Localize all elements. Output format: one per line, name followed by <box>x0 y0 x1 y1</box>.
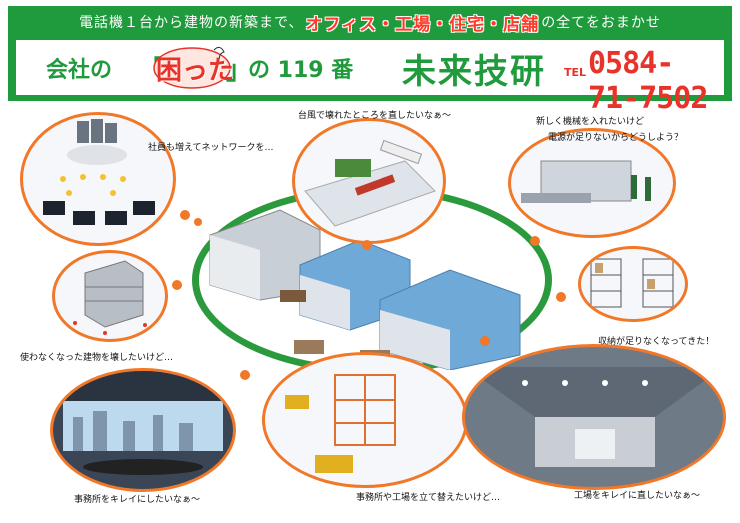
tagline-pre: 電話機１台から建物の新築まで、 <box>79 15 304 31</box>
komatta-bubble-icon <box>153 46 231 89</box>
construction-illustration <box>285 374 396 473</box>
office-illustration <box>53 371 233 475</box>
header-title-box: 会社の 「 困った 」 の 119 番 未来技研 TEL 0584-71-750… <box>16 40 724 116</box>
circle-typhoon <box>292 118 446 244</box>
connector-dot <box>180 210 190 220</box>
circle-machine <box>508 128 676 238</box>
bracket-close: 」 <box>226 56 253 86</box>
connector-dot <box>530 236 540 246</box>
kaisha-text: 会社の <box>46 58 113 83</box>
circle-rebuild <box>262 352 468 488</box>
shelf-illustration <box>590 258 674 308</box>
header-banner: 電話機１台から建物の新築まで、 オフィス・工場・住宅・店舗 の全てをおまかせ 会… <box>8 6 732 116</box>
warehouse-interior-illustration <box>465 367 723 467</box>
caption-demolish: 使わなくなった建物を壊したいけど… <box>20 353 174 363</box>
connector-dot <box>556 292 566 302</box>
tagline-post: の全てをおまかせ <box>541 15 661 31</box>
tel-label: TEL <box>564 66 587 79</box>
connector-dot <box>362 240 372 250</box>
connector-dot <box>240 370 250 380</box>
circle-storage <box>578 246 688 322</box>
connector-dot <box>480 336 490 346</box>
caption-machine-1: 新しく機械を入れたいけど <box>536 117 645 127</box>
tagline-highlight: オフィス・工場・住宅・店舗 <box>305 14 540 35</box>
building-illustration <box>73 260 147 335</box>
number-text: の 119 番 <box>248 58 354 83</box>
circle-network <box>20 112 176 246</box>
connector-dot <box>194 218 202 226</box>
komatta-text: 困った <box>156 56 235 86</box>
connector-dot <box>172 280 182 290</box>
circle-demolish <box>52 250 168 342</box>
network-illustration <box>43 119 155 225</box>
caption-storage: 収納が足りなくなってきた！ <box>598 337 715 347</box>
caption-typhoon: 台風で壊れたところを直したいなぁ～ <box>298 111 452 121</box>
tools-illustration <box>304 139 436 227</box>
circle-office <box>50 368 236 492</box>
caption-rebuild: 事務所や工場を立て替えたいけど… <box>356 493 501 503</box>
caption-machine-2: 電源が足りないからどうしよう？ <box>548 133 684 143</box>
circle-factory <box>462 344 726 490</box>
machine-illustration <box>521 160 651 203</box>
company-name: 未来技研 <box>402 52 546 92</box>
header-tagline: 電話機１台から建物の新築まで、 オフィス・工場・住宅・店舗 の全てをおまかせ <box>8 6 732 38</box>
phone-number: 0584-71-7502 <box>588 46 708 116</box>
komatta-group: 「 困った 」 <box>138 44 252 90</box>
caption-office: 事務所をキレイにしたいなぁ～ <box>74 495 201 505</box>
caption-network: 社員も増えてネットワークを… <box>148 143 274 153</box>
caption-factory: 工場をキレイに直したいなぁ～ <box>574 491 701 501</box>
